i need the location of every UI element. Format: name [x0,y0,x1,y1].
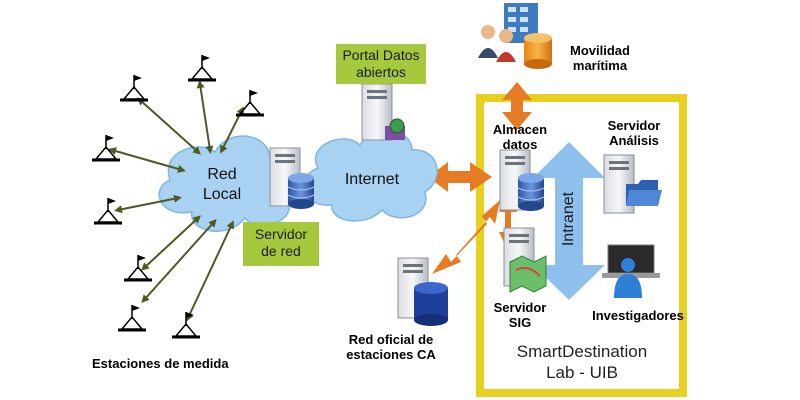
almacen-label: Almacen datos [486,122,554,152]
sig-label: Servidor SIG [490,300,550,330]
servidor-red-line1: Servidor [254,226,308,242]
movilidad-line2: marítima [572,58,628,73]
station-icon [172,312,200,339]
internet-label: Internet [344,171,400,188]
person-icon [614,258,642,298]
red-oficial-line2: estaciones CA [346,347,436,362]
servidor-red-line2: de red [261,243,301,259]
analisis-line2: Análisis [609,133,659,148]
station-icon [94,198,122,225]
station-icon [188,55,216,82]
arrow-internet [428,162,492,192]
almacen-line2: datos [502,137,538,152]
station-icon [236,90,264,117]
station-icon [124,255,152,282]
database-icon [517,173,545,211]
station-icon [120,75,148,102]
arrow-red-oficial-diag [432,200,500,274]
movilidad-label: Movilidad marítima [560,43,640,73]
red-local-line2: Local [202,186,242,203]
movilidad-line1: Movilidad [570,43,630,58]
sig-line2: SIG [508,315,532,330]
arrow-movilidad [502,82,532,130]
almacen-line1: Almacen [492,122,548,137]
portal-line1: Portal Datos [342,47,420,63]
people-icon [478,25,516,62]
lab-frame [476,94,687,397]
station-icon [92,135,120,162]
station-links [108,80,244,322]
database-icon [287,173,315,209]
red-local-line1: Red [207,166,237,183]
globe-icon [385,118,405,140]
red-local-label: Red Local [192,165,252,205]
database-icon [524,33,552,69]
map-icon [509,255,547,293]
station-icon [118,305,146,332]
intranet-arrow [533,142,605,300]
red-oficial-label: Red oficial de estaciones CA [336,332,446,362]
stations-label: Estaciones de medida [92,356,229,371]
portal-line2: abiertos [356,64,406,80]
lab-line2: Lab - UIB [546,363,618,382]
internet-cloud [303,129,438,222]
intranet-label: Intranet [560,191,577,247]
red-oficial-line1: Red oficial de [348,332,434,347]
lab-label: SmartDestination Lab - UIB [490,341,674,383]
database-icon [414,282,448,326]
analisis-label: Servidor Análisis [598,118,670,148]
analisis-line1: Servidor [607,118,661,133]
portal-box: Portal Datos abiertos [336,44,426,84]
sig-line1: Servidor [493,300,547,315]
servidor-red-box: Servidor de red [243,222,319,266]
lab-line1: SmartDestination [516,342,648,361]
investigadores-label: Investigadores [592,308,684,323]
folder-icon [626,180,662,206]
